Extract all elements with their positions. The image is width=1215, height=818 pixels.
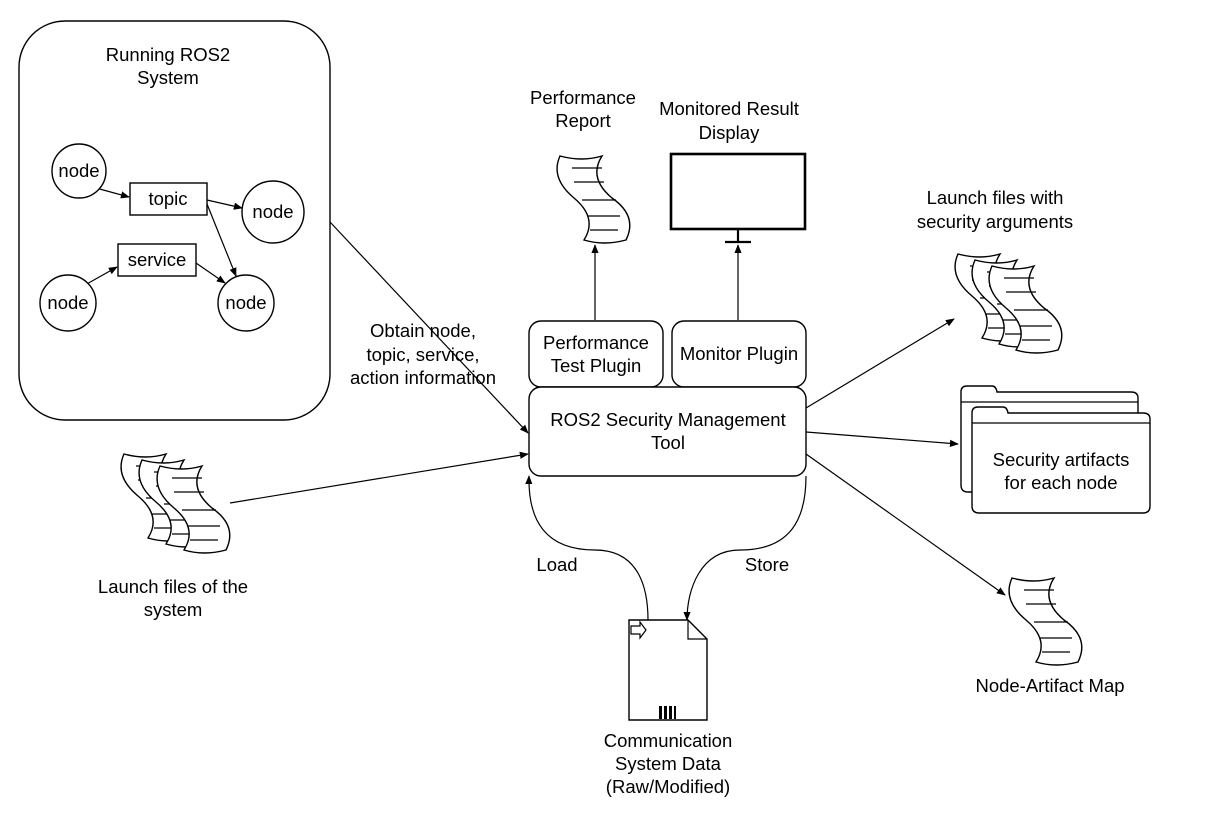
node-circle: node [39, 274, 97, 332]
security-artifacts-label: Security artifacts for each node [993, 449, 1130, 493]
edge-tool-to-map [805, 453, 1006, 596]
svg-text:security arguments: security arguments [917, 211, 1073, 232]
edge-node-topic [95, 187, 130, 199]
communication-data-label: Communication System Data (Raw/Modified) [604, 730, 733, 797]
node-circle: node [51, 143, 107, 199]
svg-text:system: system [144, 599, 203, 620]
monitor-plugin: Monitor Plugin [671, 320, 807, 388]
edge-system-to-tool [329, 221, 529, 434]
svg-text:ROS2 Security Management: ROS2 Security Management [550, 409, 785, 430]
svg-text:Display: Display [699, 122, 760, 143]
node-artifact-map-label: Node-Artifact Map [975, 675, 1124, 696]
performance-report-document-icon [556, 155, 631, 244]
svg-text:Tool: Tool [651, 432, 685, 453]
load-label: Load [536, 554, 577, 575]
svg-text:Report: Report [555, 110, 611, 131]
edge-load [525, 475, 649, 621]
system-title-line2: System [137, 67, 199, 88]
running-ros2-system: Running ROS2 System node topic node serv… [18, 20, 331, 421]
svg-text:Obtain node,: Obtain node, [370, 320, 476, 341]
node-label: node [58, 160, 99, 181]
topic-box: topic [129, 182, 208, 216]
node-circle: node [241, 180, 305, 244]
edge-service-node [195, 262, 226, 284]
svg-text:for each node: for each node [1004, 472, 1117, 493]
node-label: node [252, 201, 293, 222]
launch-files-label: Launch files of the system [98, 576, 248, 620]
svg-text:Security artifacts: Security artifacts [993, 449, 1130, 470]
node-circle: node [217, 274, 275, 332]
svg-text:Launch files of the: Launch files of the [98, 576, 248, 597]
performance-report-label: Performance Report [530, 87, 636, 131]
security-artifacts-folder-icon [960, 385, 1151, 514]
svg-text:Monitor Plugin: Monitor Plugin [680, 343, 798, 364]
edge-topic-node-lower [206, 203, 237, 277]
svg-text:action information: action information [350, 367, 496, 388]
svg-text:topic, service,: topic, service, [366, 344, 479, 365]
svg-text:Launch files with: Launch files with [927, 187, 1064, 208]
edge-node-service [84, 266, 118, 286]
edge-tool-to-secure-launch [805, 318, 955, 409]
svg-text:(Raw/Modified): (Raw/Modified) [606, 776, 730, 797]
ros2-security-management-tool: ROS2 Security Management Tool [528, 386, 807, 477]
edge-topic-node [206, 199, 243, 210]
svg-text:System Data: System Data [615, 753, 722, 774]
edge-launch-to-tool [229, 451, 529, 504]
launch-files-stack-icon [120, 453, 231, 554]
monitor-display-icon [669, 152, 807, 244]
obtain-info-label: Obtain node, topic, service, action info… [350, 320, 496, 388]
service-box: service [117, 243, 197, 277]
monitored-display-label: Monitored Result Display [659, 98, 799, 143]
svg-text:Test Plugin: Test Plugin [551, 355, 642, 376]
store-label: Store [745, 554, 789, 575]
service-label: service [128, 249, 187, 270]
edge-tool-to-artifacts [805, 431, 959, 447]
system-title-line1: Running ROS2 [106, 44, 230, 65]
topic-label: topic [148, 188, 187, 209]
performance-test-plugin: Performance Test Plugin [528, 320, 664, 388]
secure-launch-files-stack-icon [954, 253, 1063, 354]
secure-launch-files-label: Launch files with security arguments [917, 187, 1073, 232]
node-artifact-map-document-icon [1008, 577, 1083, 666]
svg-text:Communication: Communication [604, 730, 733, 751]
svg-text:Monitored Result: Monitored Result [659, 98, 799, 119]
edge-store [683, 475, 807, 621]
node-label: node [47, 292, 88, 313]
communication-data-file-icon [628, 619, 708, 721]
svg-text:Performance: Performance [530, 87, 636, 108]
node-label: node [225, 292, 266, 313]
svg-text:Performance: Performance [543, 332, 649, 353]
